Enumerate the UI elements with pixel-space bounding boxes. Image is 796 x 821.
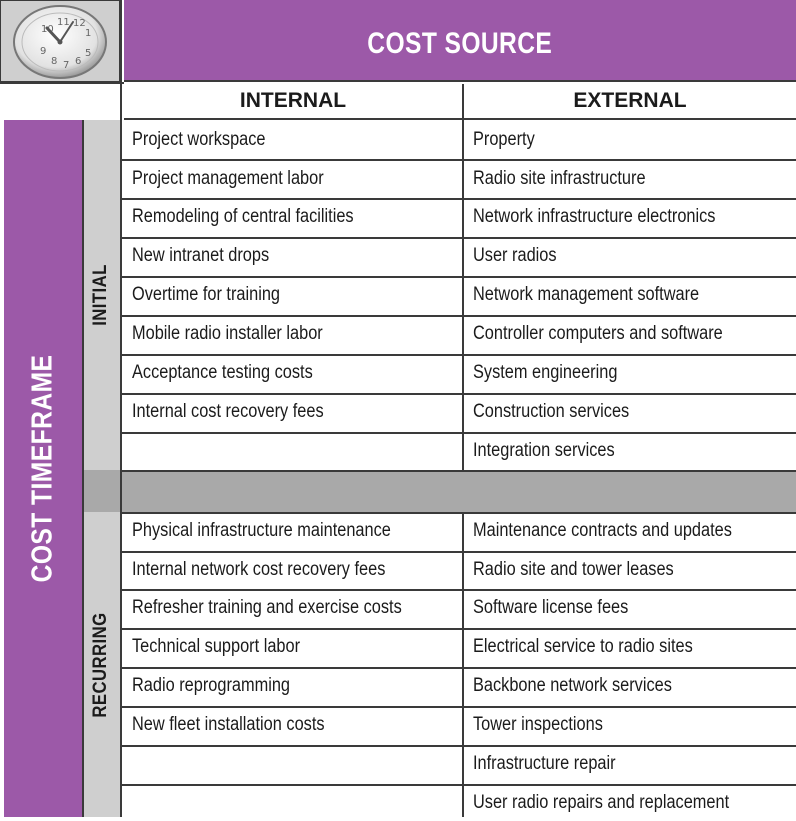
table-cell-internal: Radio reprogramming: [132, 675, 291, 696]
table-cell-internal: Internal cost recovery fees: [132, 401, 324, 422]
table-cell-external: Construction services: [473, 401, 630, 422]
cost-timeframe-label-wrap: COST TIMEFRAME: [4, 120, 82, 817]
row-divider: [120, 667, 796, 669]
initial-group-label: INITIAL: [90, 264, 111, 326]
table-cell-external: Electrical service to radio sites: [473, 636, 693, 657]
table-cell-external: Radio site infrastructure: [473, 168, 646, 189]
table-cell-external: Maintenance contracts and updates: [473, 520, 732, 541]
group-separator-bar: [82, 470, 796, 512]
recurring-group-band: [82, 512, 120, 817]
table-cell-internal: New fleet installation costs: [132, 714, 325, 735]
table-cell-external: Controller computers and software: [473, 323, 723, 344]
table-cell-external: Radio site and tower leases: [473, 559, 674, 580]
row-divider: [120, 159, 796, 161]
initial-group-label-wrap: INITIAL: [82, 120, 120, 470]
table-cell-external: Network infrastructure electronics: [473, 206, 716, 227]
row-divider: [120, 512, 796, 514]
row-divider: [120, 628, 796, 630]
svg-text:6: 6: [75, 56, 81, 67]
table-cell-external: Network management software: [473, 284, 700, 305]
row-divider: [120, 198, 796, 200]
row-divider: [120, 276, 796, 278]
svg-text:5: 5: [85, 48, 91, 59]
svg-text:8: 8: [51, 56, 57, 67]
table-cell-external: Integration services: [473, 440, 615, 461]
cost-source-header: COST SOURCE: [124, 0, 796, 82]
table-cell-internal: Project workspace: [132, 129, 266, 150]
grid-line: [0, 82, 124, 84]
svg-text:12: 12: [73, 18, 86, 29]
row-divider: [120, 432, 796, 434]
table-cell-external: Software license fees: [473, 597, 629, 618]
column-header-external: EXTERNAL: [462, 84, 796, 120]
table-cell-internal: Refresher training and exercise costs: [132, 597, 402, 618]
initial-group-band: [82, 120, 120, 470]
row-divider: [120, 393, 796, 395]
row-divider: [120, 470, 796, 472]
table-cell-internal: Mobile radio installer labor: [132, 323, 323, 344]
row-divider: [120, 551, 796, 553]
table-cell-internal: [124, 785, 462, 821]
cost-timeframe-sidebar: [4, 120, 82, 817]
clock-logo: 10 11 12 1 9 8 7 6 5: [0, 0, 120, 82]
column-header-internal: INTERNAL: [124, 84, 462, 120]
table-cell-internal: Technical support labor: [132, 636, 301, 657]
table-cell-external: Infrastructure repair: [473, 753, 616, 774]
grid-line: [82, 120, 84, 817]
grid-line: [462, 512, 464, 817]
row-divider: [120, 784, 796, 786]
table-cell-internal: [124, 746, 462, 782]
table-cell-internal: Acceptance testing costs: [132, 362, 313, 383]
row-divider: [120, 589, 796, 591]
clock-icon: 10 11 12 1 9 8 7 6 5: [13, 5, 107, 79]
table-cell-internal: Overtime for training: [132, 284, 281, 305]
table-cell-internal: [124, 433, 462, 469]
row-divider: [120, 745, 796, 747]
row-divider: [120, 237, 796, 239]
svg-text:9: 9: [40, 46, 46, 57]
svg-text:11: 11: [57, 17, 70, 28]
recurring-group-label-wrap: RECURRING: [82, 512, 120, 817]
cost-timeframe-label: COST TIMEFRAME: [26, 354, 59, 583]
svg-text:1: 1: [85, 28, 91, 39]
table-cell-internal: Project management labor: [132, 168, 324, 189]
table-cell-external: Backbone network services: [473, 675, 672, 696]
table-cell-internal: Physical infrastructure maintenance: [132, 520, 391, 541]
svg-text:7: 7: [63, 60, 69, 71]
table-cell-internal: Internal network cost recovery fees: [132, 559, 386, 580]
grid-line: [120, 0, 122, 817]
cost-source-title: COST SOURCE: [367, 27, 553, 60]
table-cell-external: Property: [473, 129, 535, 150]
row-divider: [120, 706, 796, 708]
table-cell-external: System engineering: [473, 362, 618, 383]
table-cell-external: Tower inspections: [473, 714, 603, 735]
grid-line: [462, 120, 464, 470]
row-divider: [120, 315, 796, 317]
table-cell-external: User radio repairs and replacement: [473, 792, 730, 813]
recurring-group-label: RECURRING: [90, 611, 111, 718]
table-cell-external: User radios: [473, 245, 557, 266]
table-cell-internal: Remodeling of central facilities: [132, 206, 354, 227]
row-divider: [120, 354, 796, 356]
table-cell-internal: New intranet drops: [132, 245, 270, 266]
